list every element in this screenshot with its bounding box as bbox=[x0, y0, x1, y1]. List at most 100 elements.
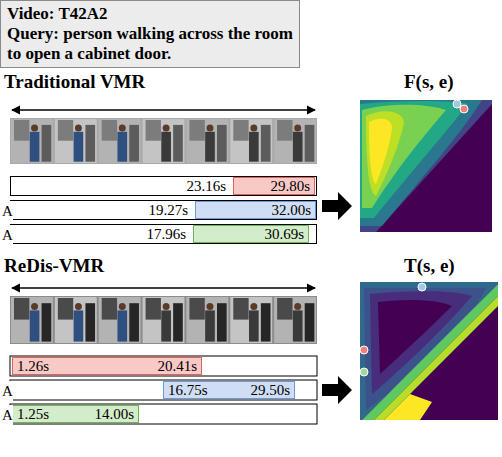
timeline-bar bbox=[10, 404, 317, 424]
cabinet bbox=[129, 303, 139, 341]
frame-detail bbox=[14, 298, 29, 320]
prediction-segment: 1.26s 20.41s bbox=[12, 357, 202, 375]
heatmap-title: T(s, e) bbox=[404, 256, 455, 276]
video-frame bbox=[186, 119, 228, 163]
strip-ground bbox=[10, 118, 317, 164]
contour bbox=[369, 119, 392, 184]
query-box: Video: T42A2Query: person walking across… bbox=[0, 0, 300, 68]
right-arrow bbox=[322, 376, 352, 404]
timestamp: 16.75s bbox=[168, 382, 208, 399]
prediction-dot bbox=[460, 105, 468, 113]
duration-arrow bbox=[12, 109, 315, 110]
video-frame bbox=[186, 297, 228, 343]
prediction-dot bbox=[360, 368, 368, 376]
video-frame bbox=[99, 119, 141, 163]
frame-detail bbox=[58, 298, 73, 320]
person-head bbox=[75, 303, 82, 310]
contour bbox=[360, 282, 498, 420]
cabinet bbox=[42, 303, 52, 341]
prediction-dot bbox=[360, 346, 368, 354]
video-frame bbox=[11, 297, 53, 343]
right-arrow bbox=[322, 192, 352, 220]
person-head bbox=[206, 303, 213, 310]
frame-detail bbox=[102, 120, 117, 141]
contour bbox=[362, 105, 446, 208]
person bbox=[74, 132, 84, 162]
contour bbox=[366, 111, 404, 196]
person bbox=[161, 132, 171, 162]
frame-detail bbox=[102, 298, 117, 320]
cabinet bbox=[85, 303, 95, 341]
prediction-dot bbox=[453, 100, 461, 108]
person bbox=[205, 310, 215, 341]
video-frame bbox=[143, 297, 185, 343]
person bbox=[293, 310, 303, 341]
person bbox=[30, 132, 40, 162]
person bbox=[249, 310, 259, 341]
prediction-segment: 32.00s bbox=[195, 201, 316, 219]
cabinet bbox=[305, 303, 315, 341]
video-frame bbox=[230, 297, 272, 343]
person-head bbox=[163, 125, 170, 132]
video-strip bbox=[10, 296, 317, 344]
row-tag: A bbox=[2, 381, 13, 401]
person bbox=[161, 310, 171, 341]
person bbox=[74, 310, 84, 341]
person-head bbox=[250, 303, 257, 310]
cabinet bbox=[129, 125, 139, 162]
strip-ground bbox=[10, 296, 317, 344]
cabinet bbox=[261, 125, 271, 162]
frame-detail bbox=[14, 120, 29, 141]
person bbox=[293, 132, 303, 162]
frame-detail bbox=[277, 120, 292, 141]
person-head bbox=[294, 303, 301, 310]
person bbox=[117, 132, 127, 162]
row-tag: A bbox=[2, 405, 13, 425]
person-head bbox=[31, 125, 38, 132]
row-tag: A bbox=[2, 225, 13, 245]
cabinet bbox=[261, 303, 271, 341]
person-head bbox=[31, 303, 38, 310]
person-head bbox=[294, 125, 301, 132]
cabinet bbox=[42, 125, 52, 162]
timestamp: 1.26s bbox=[17, 358, 49, 375]
video-frame bbox=[55, 297, 97, 343]
cabinet bbox=[85, 125, 95, 162]
cabinet bbox=[217, 125, 227, 162]
cabinet bbox=[305, 125, 315, 162]
video-frame bbox=[230, 119, 272, 163]
contour bbox=[360, 100, 492, 232]
timestamp: 30.69s bbox=[264, 226, 304, 243]
heatmap bbox=[360, 100, 492, 232]
frame-detail bbox=[189, 298, 204, 320]
person-head bbox=[119, 303, 126, 310]
prediction-segment: 1.25s14.00s bbox=[12, 405, 139, 423]
contour bbox=[384, 394, 432, 420]
contour bbox=[374, 296, 498, 420]
timeline-bar bbox=[10, 356, 317, 376]
video-id: Video: T42A2 bbox=[7, 4, 293, 24]
timestamp: 19.27s bbox=[148, 202, 188, 219]
person-head bbox=[250, 125, 257, 132]
contour bbox=[360, 100, 492, 232]
timeline-bar: 19.27s 32.00s bbox=[10, 200, 317, 220]
person-head bbox=[206, 125, 213, 132]
timestamp: 17.96s bbox=[146, 226, 186, 243]
timeline-bar: 23.16s 29.80s bbox=[10, 176, 317, 196]
video-frame bbox=[99, 297, 141, 343]
video-frame bbox=[274, 119, 316, 163]
person bbox=[30, 310, 40, 341]
person bbox=[249, 132, 259, 162]
prediction-segment: 29.80s bbox=[233, 177, 315, 195]
video-frame bbox=[11, 119, 53, 163]
frame-detail bbox=[189, 120, 204, 141]
heatmap bbox=[360, 282, 498, 420]
video-frame bbox=[143, 119, 185, 163]
duration-arrow bbox=[12, 287, 315, 288]
timestamp: 20.41s bbox=[157, 358, 197, 375]
frame-detail bbox=[233, 120, 248, 141]
timestamp: 23.16s bbox=[186, 178, 226, 195]
frame-detail bbox=[277, 298, 292, 320]
video-strip bbox=[10, 118, 317, 164]
